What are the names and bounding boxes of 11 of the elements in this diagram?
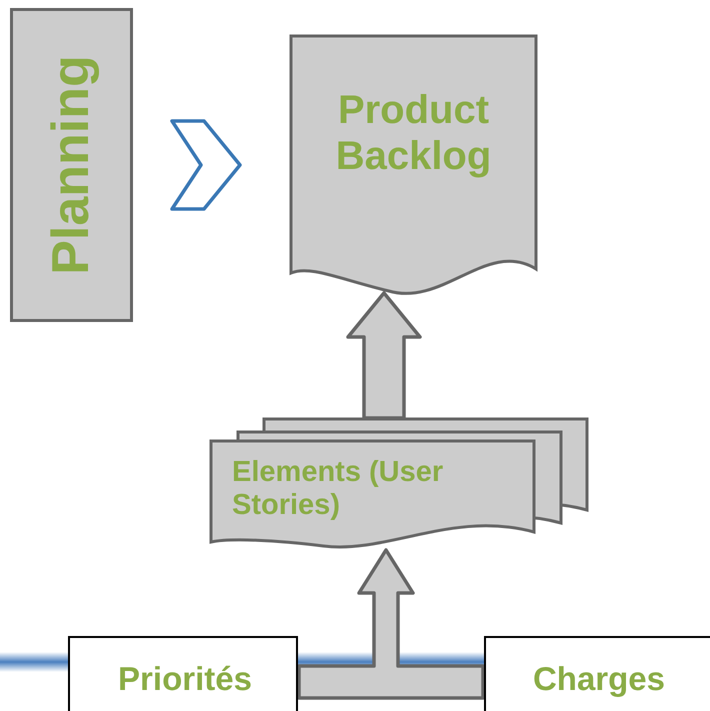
node-label: Charges bbox=[532, 660, 666, 698]
node-label: Product Backlog bbox=[334, 87, 492, 179]
phase-box bbox=[10, 8, 133, 322]
merge-arrow bbox=[297, 548, 485, 700]
label-box bbox=[68, 636, 298, 711]
node-label: Elements (User Stories) bbox=[232, 456, 444, 523]
block-arrow bbox=[346, 291, 422, 420]
chevron-arrow bbox=[170, 119, 242, 211]
label-box bbox=[484, 636, 710, 711]
node-label: Planning bbox=[42, 55, 101, 275]
node-label: Priorités bbox=[117, 660, 253, 698]
